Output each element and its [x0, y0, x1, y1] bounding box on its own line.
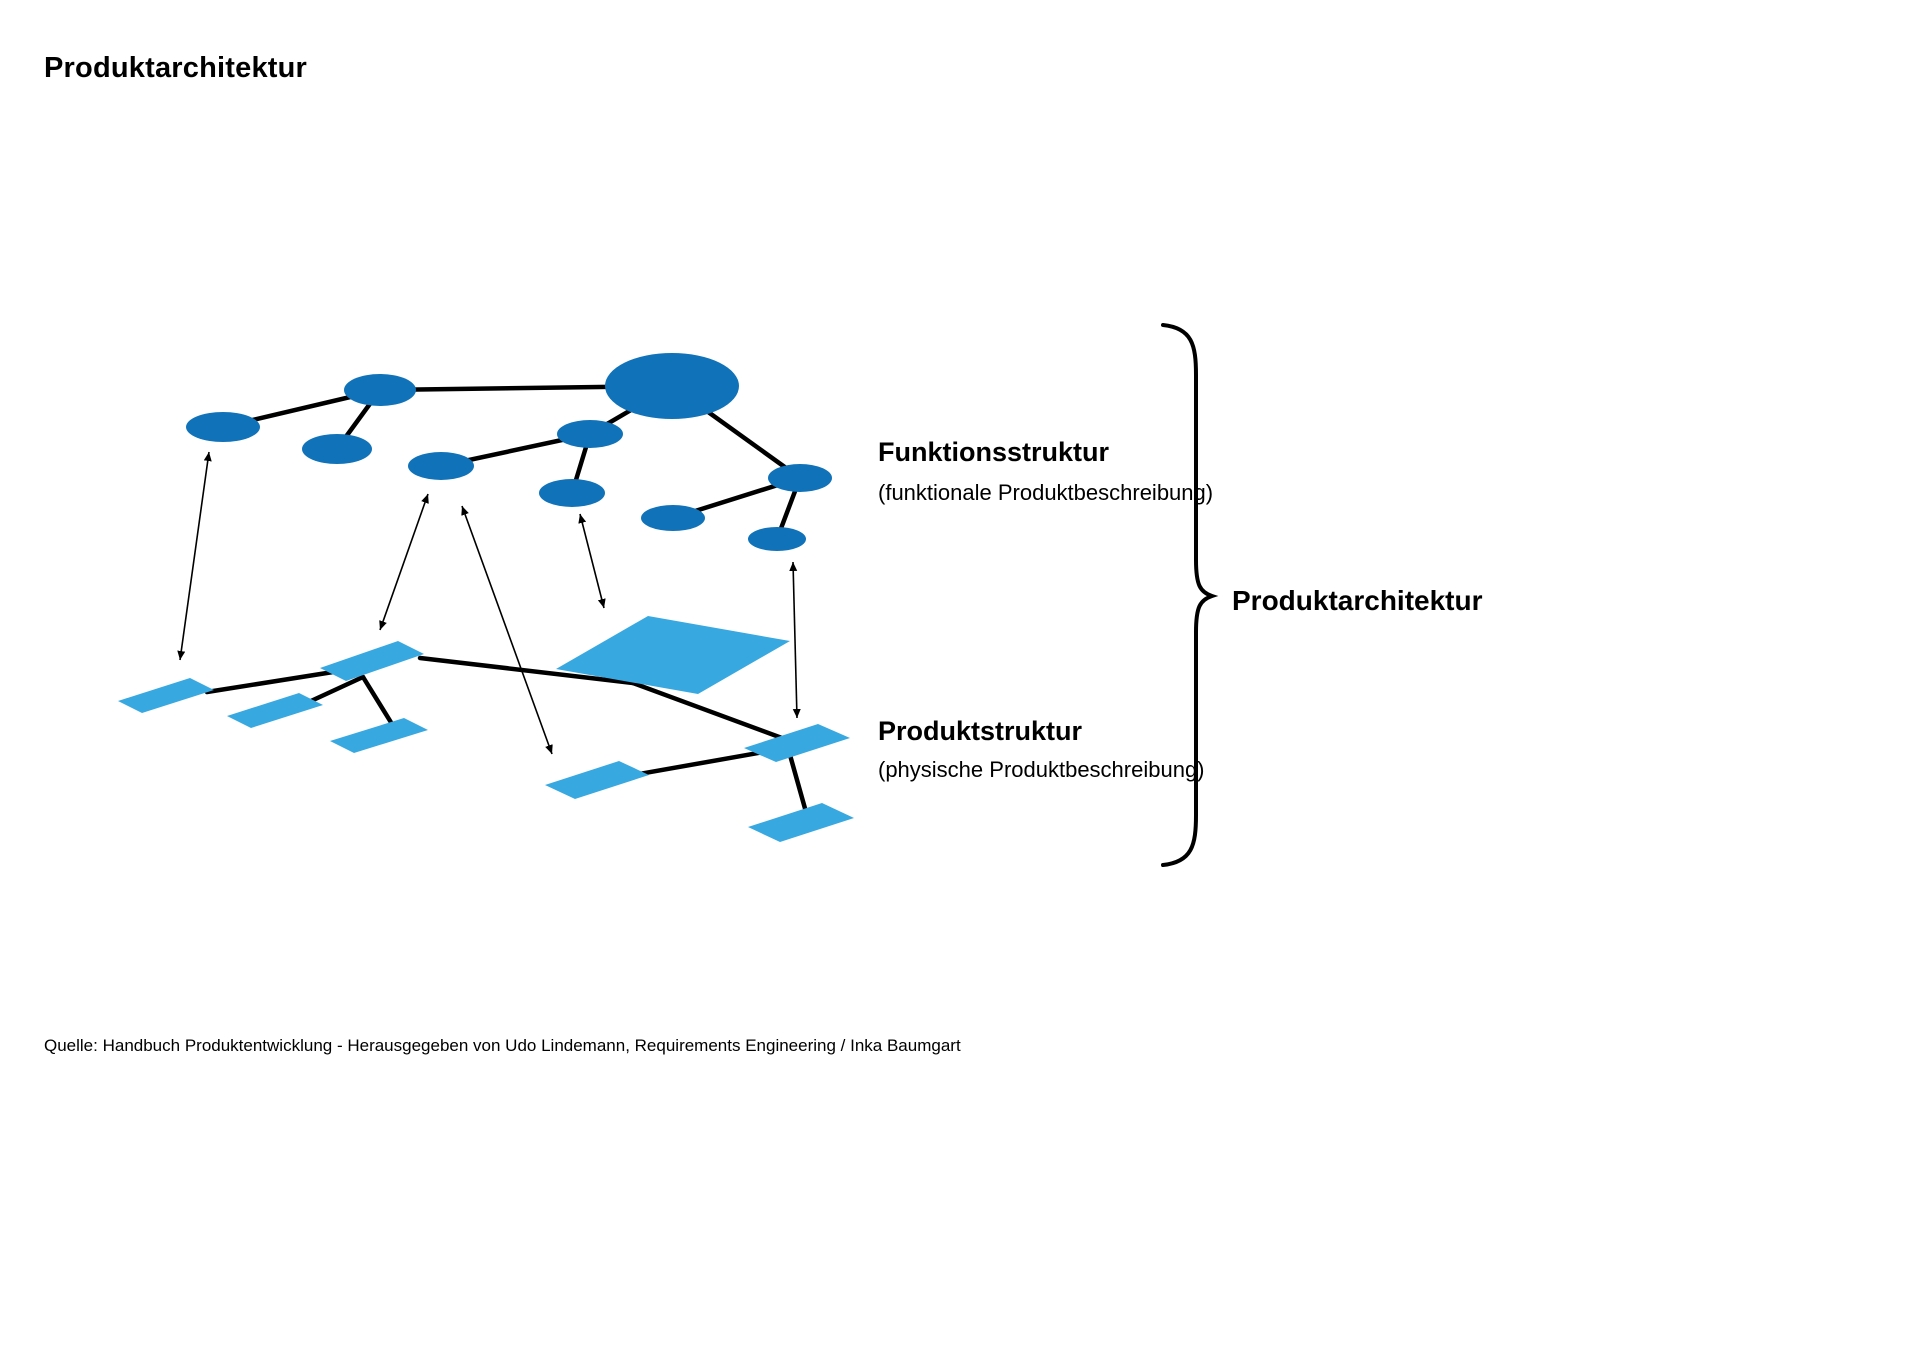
function-node: [186, 412, 260, 442]
product-node: [744, 724, 850, 762]
product-structure-label: Produktstruktur: [878, 716, 1083, 746]
mapping-arrow: [461, 505, 553, 755]
brace-label: Produktarchitektur: [1232, 585, 1483, 616]
function-node: [605, 353, 739, 419]
product-structure-edge: [787, 752, 809, 815]
product-node: [545, 761, 649, 799]
function-node: [539, 479, 605, 507]
mapping-arrow: [578, 513, 606, 609]
function-structure-sublabel: (funktionale Produktbeschreibung): [878, 480, 1214, 505]
source-citation: Quelle: Handbuch Produktentwicklung - He…: [44, 1036, 961, 1055]
function-node: [641, 505, 705, 531]
product-structure-sublabel: (physische Produktbeschreibung): [878, 757, 1205, 782]
curly-brace: [1161, 323, 1219, 867]
function-node: [748, 527, 806, 551]
product-node: [748, 803, 854, 842]
product-node: [330, 718, 428, 753]
product-structure-edge: [360, 674, 395, 727]
product-structure-edge: [204, 666, 355, 695]
page-title: Produktarchitektur: [44, 52, 308, 84]
product-node: [227, 693, 323, 728]
product-node: [556, 616, 790, 694]
product-node: [320, 641, 424, 681]
product-node: [118, 678, 214, 713]
function-structure-label: Funktionsstruktur: [878, 437, 1110, 467]
function-node: [302, 434, 372, 464]
mapping-arrow: [177, 451, 212, 661]
product-structure-edge: [630, 680, 793, 744]
mapping-arrow: [379, 493, 429, 631]
function-node: [557, 420, 623, 448]
function-node: [768, 464, 832, 492]
function-node: [344, 374, 416, 406]
mapping-arrow: [789, 561, 801, 719]
product-structure-edge: [625, 747, 778, 779]
function-node: [408, 452, 474, 480]
